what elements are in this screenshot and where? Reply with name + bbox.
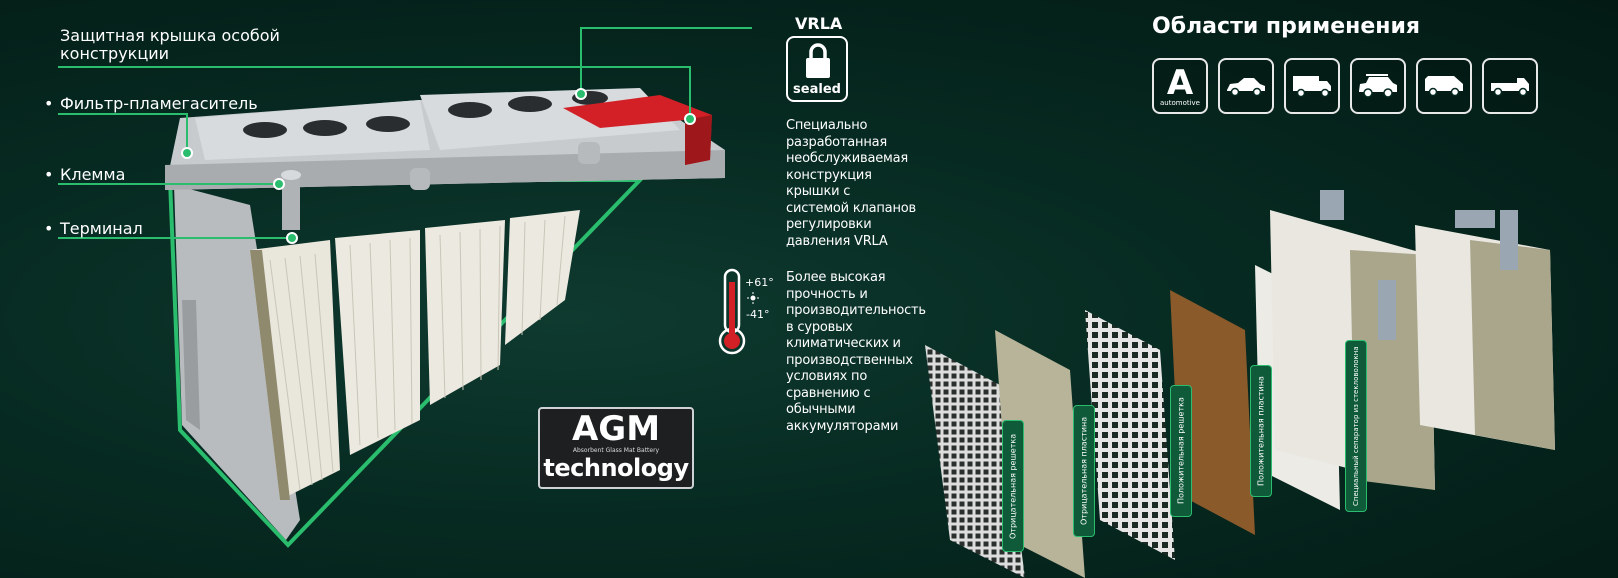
negative-grid-plate [925, 345, 1025, 578]
sun-icon [747, 292, 759, 304]
automotive-caption: automotive [1160, 98, 1200, 107]
vrla-leader-dot [575, 88, 587, 100]
lid-leader-vertical [689, 66, 691, 118]
applications-title: Области применения [1152, 14, 1421, 39]
agm-big-text: AGM [571, 409, 661, 449]
vrla-description: Специально разработанная необслуживаемая… [786, 118, 916, 249]
plate-label-separator: Специальный сепаратор из стекловолокна [1345, 340, 1367, 512]
filter-leader-line [58, 113, 186, 115]
vrla-title: VRLA [795, 14, 843, 33]
positive-grid-plate [1085, 310, 1175, 560]
lid-leader-dot [684, 113, 696, 125]
vrla-leader-vertical [580, 27, 582, 91]
agm-subtitle: Absorbent Glass Mat Battery [572, 447, 660, 454]
clamp-leader-dot [273, 178, 285, 190]
automotive-letter: A [1166, 62, 1194, 103]
truck-icon [1284, 58, 1340, 114]
thermometer-badge: +61° -41° [718, 268, 778, 358]
plate-label-negative-grid: Отрицательная решетка [1002, 420, 1024, 552]
plate-label-negative-plate: Отрицательная пластина [1073, 405, 1095, 537]
callout-lid: Защитная крышка особой конструкции [60, 26, 280, 63]
thermometer-icon [718, 268, 746, 355]
plate-label-positive-grid: Положительная решетка [1170, 385, 1192, 517]
vrla-sealed-badge: sealed [786, 36, 848, 102]
battery-lid [165, 88, 725, 230]
sedan-icon [1218, 58, 1274, 114]
plate-label-positive-plate: Положительная пластина [1250, 365, 1272, 497]
temp-high: +61° [745, 276, 774, 289]
terminal-leader-dot [286, 232, 298, 244]
callout-terminal: Терминал [44, 220, 143, 239]
terminal-leader-line [58, 237, 290, 239]
suv-icon [1350, 58, 1406, 114]
battery-cutaway-illustration [165, 88, 725, 548]
agm-technology-text: technology [543, 454, 689, 482]
filter-leader-vertical [186, 113, 188, 151]
clamp-leader-line [58, 183, 278, 185]
padlock-icon [806, 43, 830, 78]
temp-low: -41° [746, 308, 770, 321]
temperature-description: Более высокая прочность и производительн… [786, 270, 926, 434]
van-icon [1416, 58, 1472, 114]
callout-clamp: Клемма [44, 166, 125, 185]
vrla-leader-line [580, 27, 752, 29]
filter-leader-dot [181, 147, 193, 159]
automotive-icon: A automotive [1152, 58, 1208, 114]
cell-plates [250, 210, 580, 500]
pickup-icon [1482, 58, 1538, 114]
callout-filter: Фильтр-пламегаситель [44, 95, 258, 114]
agm-technology-logo: AGM Absorbent Glass Mat Battery technolo… [538, 407, 694, 489]
lid-leader-line [58, 66, 690, 68]
sealed-label: sealed [793, 82, 841, 97]
